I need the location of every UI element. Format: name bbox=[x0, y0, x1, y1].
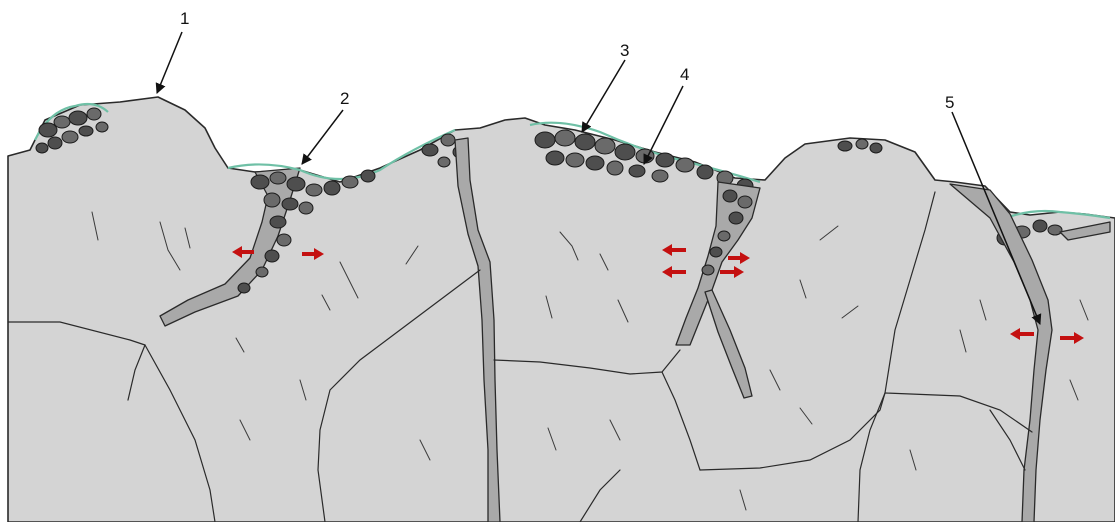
label-2: 2 bbox=[340, 89, 349, 108]
label-5: 5 bbox=[945, 93, 954, 112]
leader-3 bbox=[582, 60, 625, 132]
leader-1 bbox=[157, 32, 182, 93]
label-3: 3 bbox=[620, 41, 629, 60]
label-1: 1 bbox=[180, 9, 189, 28]
leader-4 bbox=[644, 86, 683, 164]
leader-2 bbox=[302, 110, 343, 164]
label-4: 4 bbox=[680, 65, 689, 84]
